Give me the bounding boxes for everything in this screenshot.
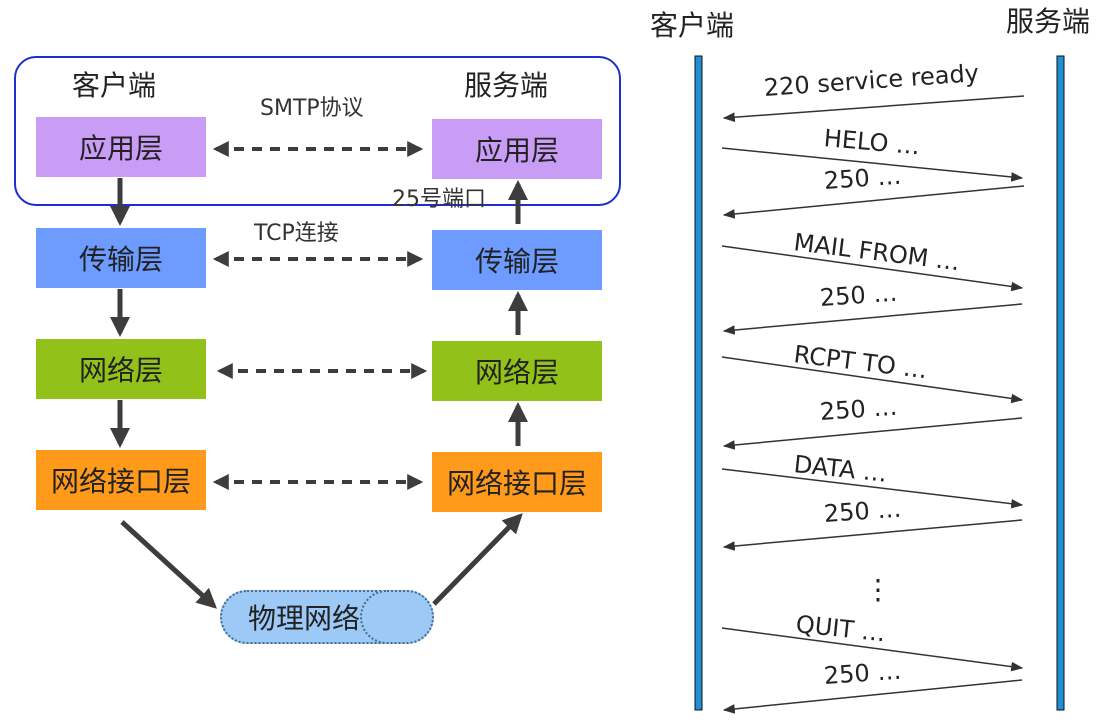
smtp-protocol-label: SMTP协议	[260, 96, 364, 121]
client-network-layer: 网络层	[36, 339, 206, 399]
msg-250-3-arrow	[722, 417, 1023, 450]
client-to-physical-arrow	[120, 520, 217, 609]
physical-network-bubble	[360, 590, 434, 644]
server-interface-layer: 网络接口层	[432, 452, 602, 512]
client-interface-layer: 网络接口层	[36, 450, 206, 510]
message-label: 250 …	[823, 494, 903, 528]
msg-quit-arrow	[721, 627, 1024, 672]
server-application-layer: 应用层	[432, 119, 602, 179]
application-layer-frame	[14, 56, 621, 206]
message-label: 250 …	[819, 278, 899, 312]
message-label: 250 …	[819, 392, 899, 426]
msg-250-1-arrow	[722, 185, 1025, 219]
msg-data-arrow	[721, 468, 1024, 509]
msg-220-arrow	[722, 95, 1025, 122]
msg-250-5-arrow	[722, 679, 1023, 714]
sequence-server-title: 服务端	[1006, 5, 1091, 38]
client-application-layer: 应用层	[36, 117, 206, 177]
stack-server-title: 服务端	[464, 69, 549, 102]
port-25-label: 25号端口	[392, 187, 486, 212]
server-lifeline	[1056, 55, 1065, 711]
msg-250-2-arrow	[722, 303, 1023, 335]
tcp-connection-label: TCP连接	[254, 221, 339, 246]
client-lifeline	[694, 55, 703, 711]
message-label: 250 …	[823, 656, 903, 690]
msg-mail-from-arrow	[721, 245, 1024, 292]
message-label: 250 …	[823, 161, 903, 195]
sequence-client-title: 客户端	[650, 9, 735, 42]
server-network-layer: 网络层	[432, 341, 602, 401]
client-transport-layer: 传输层	[36, 228, 206, 288]
server-transport-layer: 传输层	[432, 230, 602, 290]
ellipsis-label: ⋮	[864, 573, 892, 606]
msg-helo-arrow	[721, 147, 1024, 182]
stack-client-title: 客户端	[72, 69, 157, 102]
msg-rcpt-to-arrow	[721, 356, 1024, 404]
physical-network-label: 物理网络	[248, 602, 361, 635]
physical-to-server-arrow	[432, 513, 523, 606]
msg-250-4-arrow	[722, 519, 1023, 551]
